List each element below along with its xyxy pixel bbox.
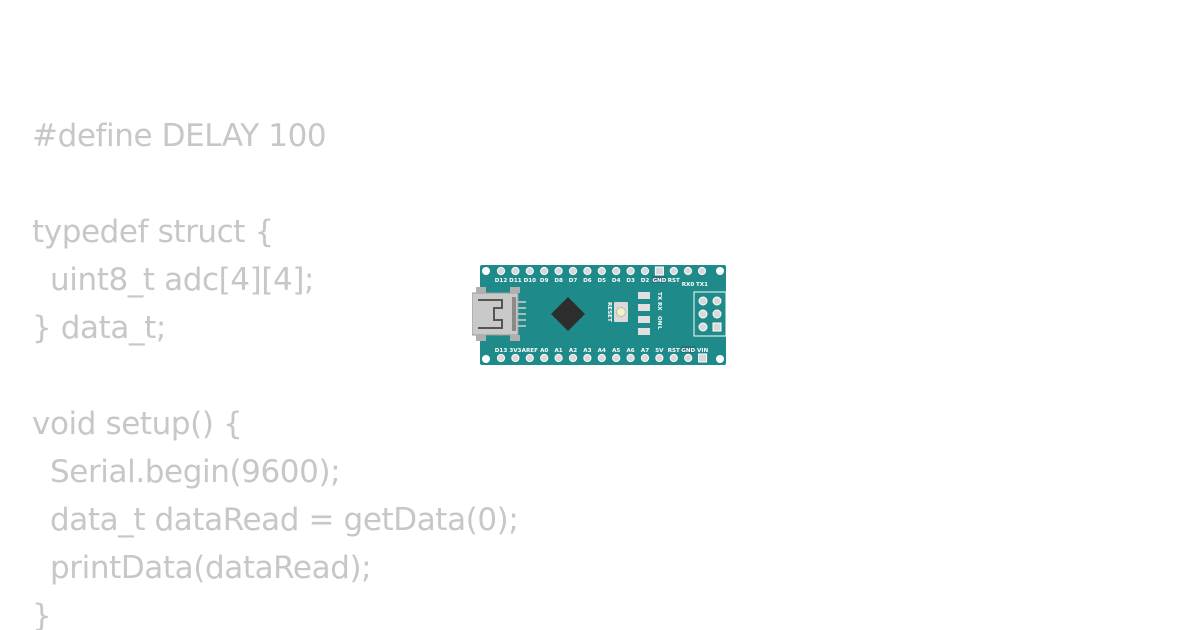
bottom-pin-pad[interactable]	[669, 353, 678, 363]
top-pin-label: GND	[652, 278, 666, 284]
top-pin-label: D6	[583, 278, 592, 284]
top-pin-pad[interactable]	[612, 266, 621, 276]
bottom-pin-label: VIN	[697, 348, 708, 354]
top-pin-pad[interactable]	[640, 266, 650, 276]
top-pin-pad[interactable]	[654, 266, 664, 276]
top-pin-pad[interactable]	[554, 266, 563, 276]
led-label: L	[656, 326, 662, 330]
top-pin-pad[interactable]	[525, 266, 534, 276]
top-pin-label: RX0	[682, 282, 695, 288]
bottom-pin-label: D13	[495, 348, 508, 354]
mount-hole-tr	[716, 267, 724, 275]
top-pin-pad[interactable]	[511, 266, 520, 276]
bottom-pin-label: RST	[668, 348, 680, 354]
bottom-pin-pad[interactable]	[597, 353, 606, 363]
bottom-pin-pad[interactable]	[640, 353, 650, 363]
bottom-pin-pad[interactable]	[540, 353, 549, 363]
top-pin-pad[interactable]	[683, 266, 693, 276]
bottom-pin-pad[interactable]	[496, 353, 506, 363]
code-line	[32, 160, 518, 208]
code-line: uint8_t adc[4][4];	[50, 262, 315, 298]
bottom-pin-label: 3V3	[509, 348, 521, 354]
top-pin-label: TX1	[696, 282, 708, 288]
bottom-pin-label: A7	[641, 348, 649, 354]
bottom-pin-pad[interactable]	[698, 353, 708, 363]
bottom-pin-label: A1	[554, 348, 562, 354]
top-pin-label: D2	[641, 278, 650, 284]
code-line: Serial.begin(9600);	[50, 454, 341, 490]
bottom-pin-label: GND	[681, 348, 695, 354]
mount-hole-br	[716, 355, 724, 363]
led-label: RX	[656, 302, 662, 311]
mount-hole-tl	[482, 267, 490, 275]
bottom-pin-label: A4	[598, 348, 606, 354]
led-label: ON	[656, 316, 662, 326]
code-line: #define DELAY 100	[32, 118, 327, 154]
reset-label: RESET	[606, 302, 612, 322]
gnd-label-bg	[652, 276, 667, 283]
bottom-pin-label: 5V	[655, 348, 664, 354]
top-pin-label: D3	[626, 278, 635, 284]
code-line	[32, 352, 518, 400]
icsp-header	[693, 291, 727, 337]
top-pin-pad[interactable]	[540, 266, 549, 276]
gnd-label-bg	[681, 346, 696, 353]
usb-connector	[472, 287, 526, 341]
code-line: typedef struct {	[32, 214, 274, 250]
top-pin-label: D10	[524, 278, 537, 284]
reset-button	[614, 302, 628, 322]
bottom-pin-label: A2	[569, 348, 577, 354]
pcb	[480, 265, 726, 365]
mount-hole-bl	[482, 355, 490, 363]
code-line: void setup() {	[32, 406, 243, 442]
top-pin-pad[interactable]	[697, 266, 707, 276]
bottom-pin-pad[interactable]	[511, 353, 520, 363]
bottom-pin-label: AREF	[522, 348, 538, 354]
code-snippet: #define DELAY 100 typedef struct { uint8_t…	[32, 112, 519, 630]
top-pin-pad[interactable]	[568, 266, 578, 276]
top-pin-label: D5	[598, 278, 607, 284]
status-leds	[638, 292, 650, 335]
bottom-pin-pad[interactable]	[626, 353, 635, 363]
code-line: data_t dataRead = getData(0);	[50, 502, 519, 538]
bottom-pin-pad[interactable]	[525, 353, 534, 363]
bottom-pin-pad[interactable]	[583, 353, 592, 363]
top-pin-label: D11	[509, 278, 522, 284]
bottom-pin-pad[interactable]	[612, 353, 621, 363]
bottom-pin-pad[interactable]	[684, 353, 693, 363]
code-line: printData(dataRead);	[50, 550, 372, 586]
top-pin-label: D4	[612, 278, 621, 284]
top-pin-label: RST	[668, 278, 680, 284]
bottom-pin-label: A3	[583, 348, 591, 354]
top-pin-label: D9	[540, 278, 549, 284]
top-pin-pad[interactable]	[669, 266, 678, 276]
bottom-pin-label: A5	[612, 348, 620, 354]
led-label: TX	[656, 292, 662, 301]
top-pin-pad[interactable]	[626, 266, 635, 276]
bottom-pin-pad[interactable]	[554, 353, 563, 363]
top-pin-pad[interactable]	[496, 266, 506, 276]
bottom-pin-label: A6	[626, 348, 634, 354]
code-line: }	[32, 598, 52, 630]
code-line: } data_t;	[32, 310, 166, 346]
bottom-pin-pad[interactable]	[655, 353, 664, 363]
bottom-pin-label: A0	[540, 348, 548, 354]
top-pin-label: D7	[569, 278, 578, 284]
top-pin-label: D8	[554, 278, 563, 284]
top-pin-pad[interactable]	[597, 266, 606, 276]
top-pin-label: D12	[495, 278, 508, 284]
top-pin-pad[interactable]	[583, 266, 592, 276]
bottom-pin-pad[interactable]	[568, 353, 578, 363]
